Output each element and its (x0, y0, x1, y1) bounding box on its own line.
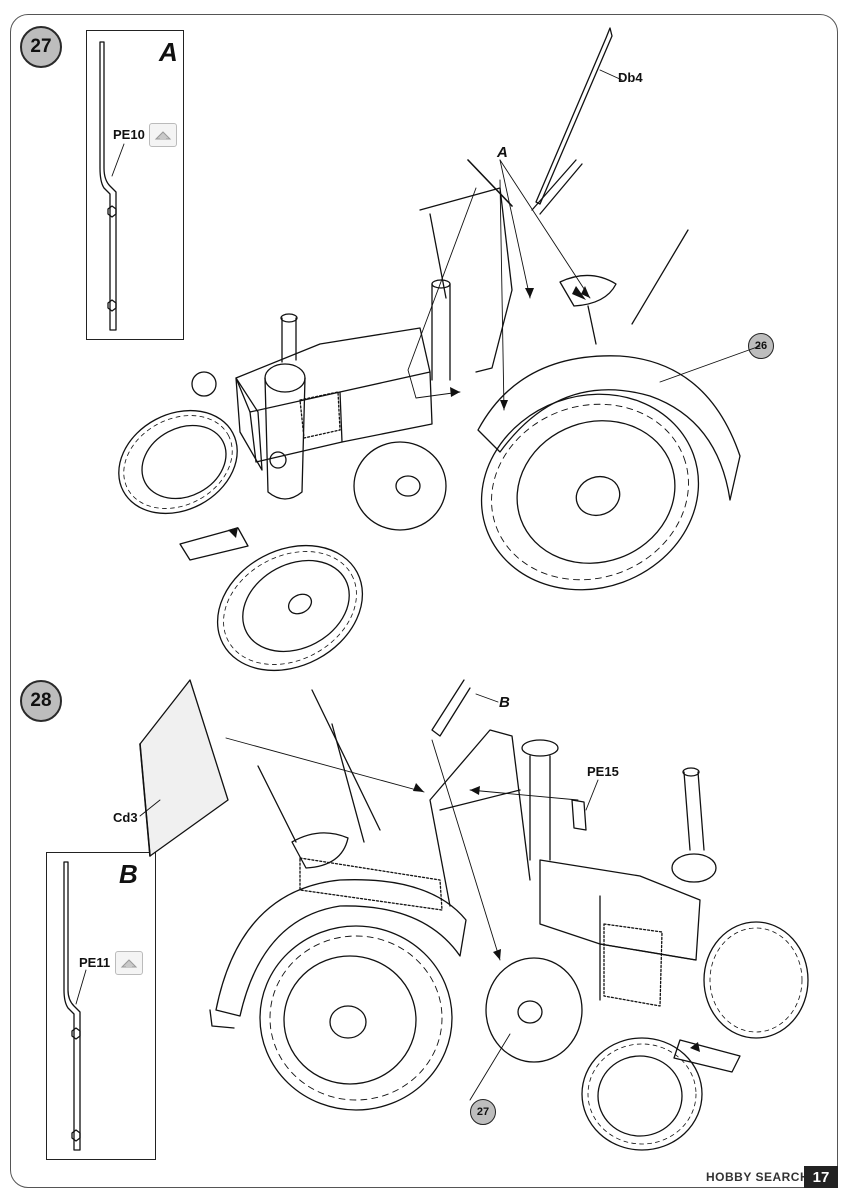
pe11-rod-drawing (63, 861, 87, 1151)
pe10-rod-drawing (99, 41, 125, 331)
part-label-db4: Db4 (618, 70, 643, 85)
callout-26: 26 (748, 333, 774, 359)
detail-box-a: A PE10 (86, 30, 184, 340)
step-27-badge: 27 (20, 26, 62, 68)
part-label-pe11: PE11 (79, 955, 111, 970)
watermark: HOBBY SEARCH (706, 1170, 810, 1184)
part-label-cd3: Cd3 (113, 810, 138, 825)
tractor-step-28 (139, 679, 809, 1151)
detail-ref-a: A (497, 144, 508, 161)
step-number: 27 (30, 36, 52, 57)
callout-27: 27 (470, 1099, 496, 1125)
page-number: 17 (804, 1166, 838, 1188)
part-label-pe15: PE15 (587, 764, 619, 779)
step-28-badge: 28 (20, 680, 62, 722)
etch-part-icon (149, 123, 177, 147)
part-label-pe10: PE10 (113, 127, 145, 142)
tractor-step-27 (118, 27, 761, 672)
detail-ref-b: B (499, 694, 510, 711)
etch-part-icon (115, 951, 143, 975)
step-number: 28 (30, 690, 52, 711)
detail-letter: A (159, 37, 178, 67)
detail-letter: B (119, 859, 138, 889)
